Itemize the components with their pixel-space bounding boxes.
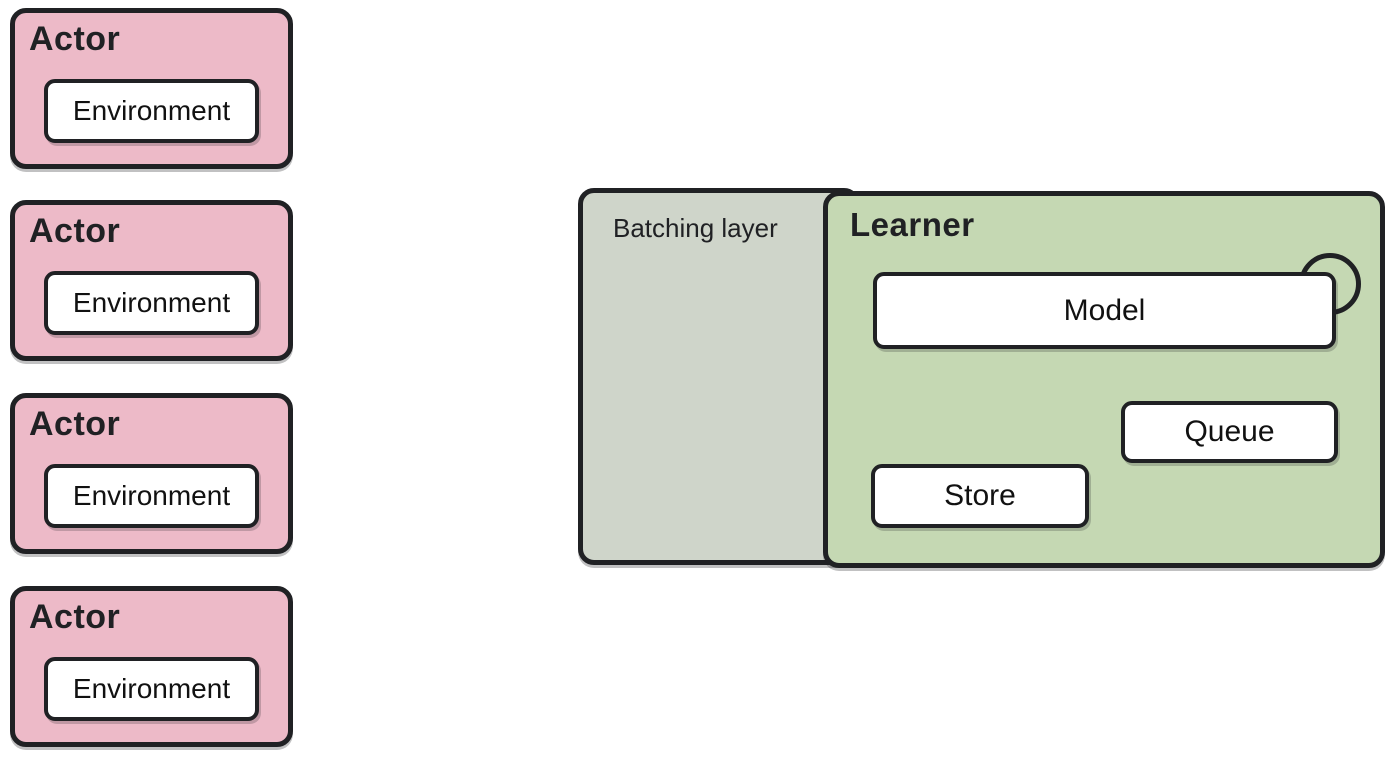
- environment-label: Environment: [72, 673, 231, 704]
- model-label: Model: [1063, 293, 1146, 327]
- store-label: Store: [944, 479, 1016, 512]
- queue-label: Queue: [1184, 415, 1275, 448]
- actor-box: Actor Environment: [10, 393, 293, 554]
- actor-title: Actor: [29, 598, 121, 636]
- environment-box: Environment: [44, 464, 259, 528]
- environment-label: Environment: [72, 95, 231, 126]
- batching-layer-box: Batching layer: [578, 188, 860, 565]
- actor-box: Actor Environment: [10, 586, 293, 747]
- actor-title: Actor: [29, 20, 121, 58]
- environment-box: Environment: [44, 271, 259, 335]
- environment-label: Environment: [72, 287, 231, 318]
- actor-box: Actor Environment: [10, 8, 293, 169]
- actor-title: Actor: [29, 405, 121, 443]
- environment-box: Environment: [44, 657, 259, 721]
- actor-title: Actor: [29, 212, 121, 250]
- batching-layer-label: Batching layer: [613, 213, 778, 243]
- learner-title: Learner: [850, 206, 975, 243]
- learner-box: Learner Model Queue Store: [823, 191, 1385, 568]
- store-box: Store: [871, 464, 1089, 528]
- environment-label: Environment: [72, 480, 231, 511]
- actor-box: Actor Environment: [10, 200, 293, 361]
- queue-box: Queue: [1121, 401, 1338, 463]
- model-box: Model: [873, 272, 1336, 349]
- environment-box: Environment: [44, 79, 259, 143]
